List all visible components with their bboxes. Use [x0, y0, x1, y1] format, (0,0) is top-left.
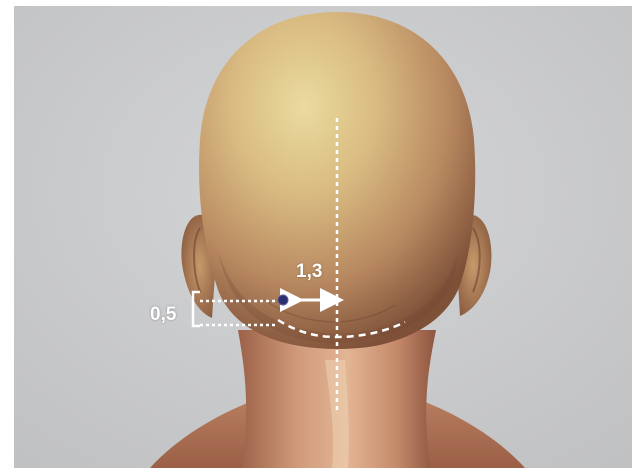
horizontal-distance-label: 1,3	[296, 262, 322, 281]
head-illustration	[14, 6, 632, 468]
vertical-distance-label: 0,5	[150, 305, 176, 324]
acupoint-dot-icon	[278, 295, 288, 305]
